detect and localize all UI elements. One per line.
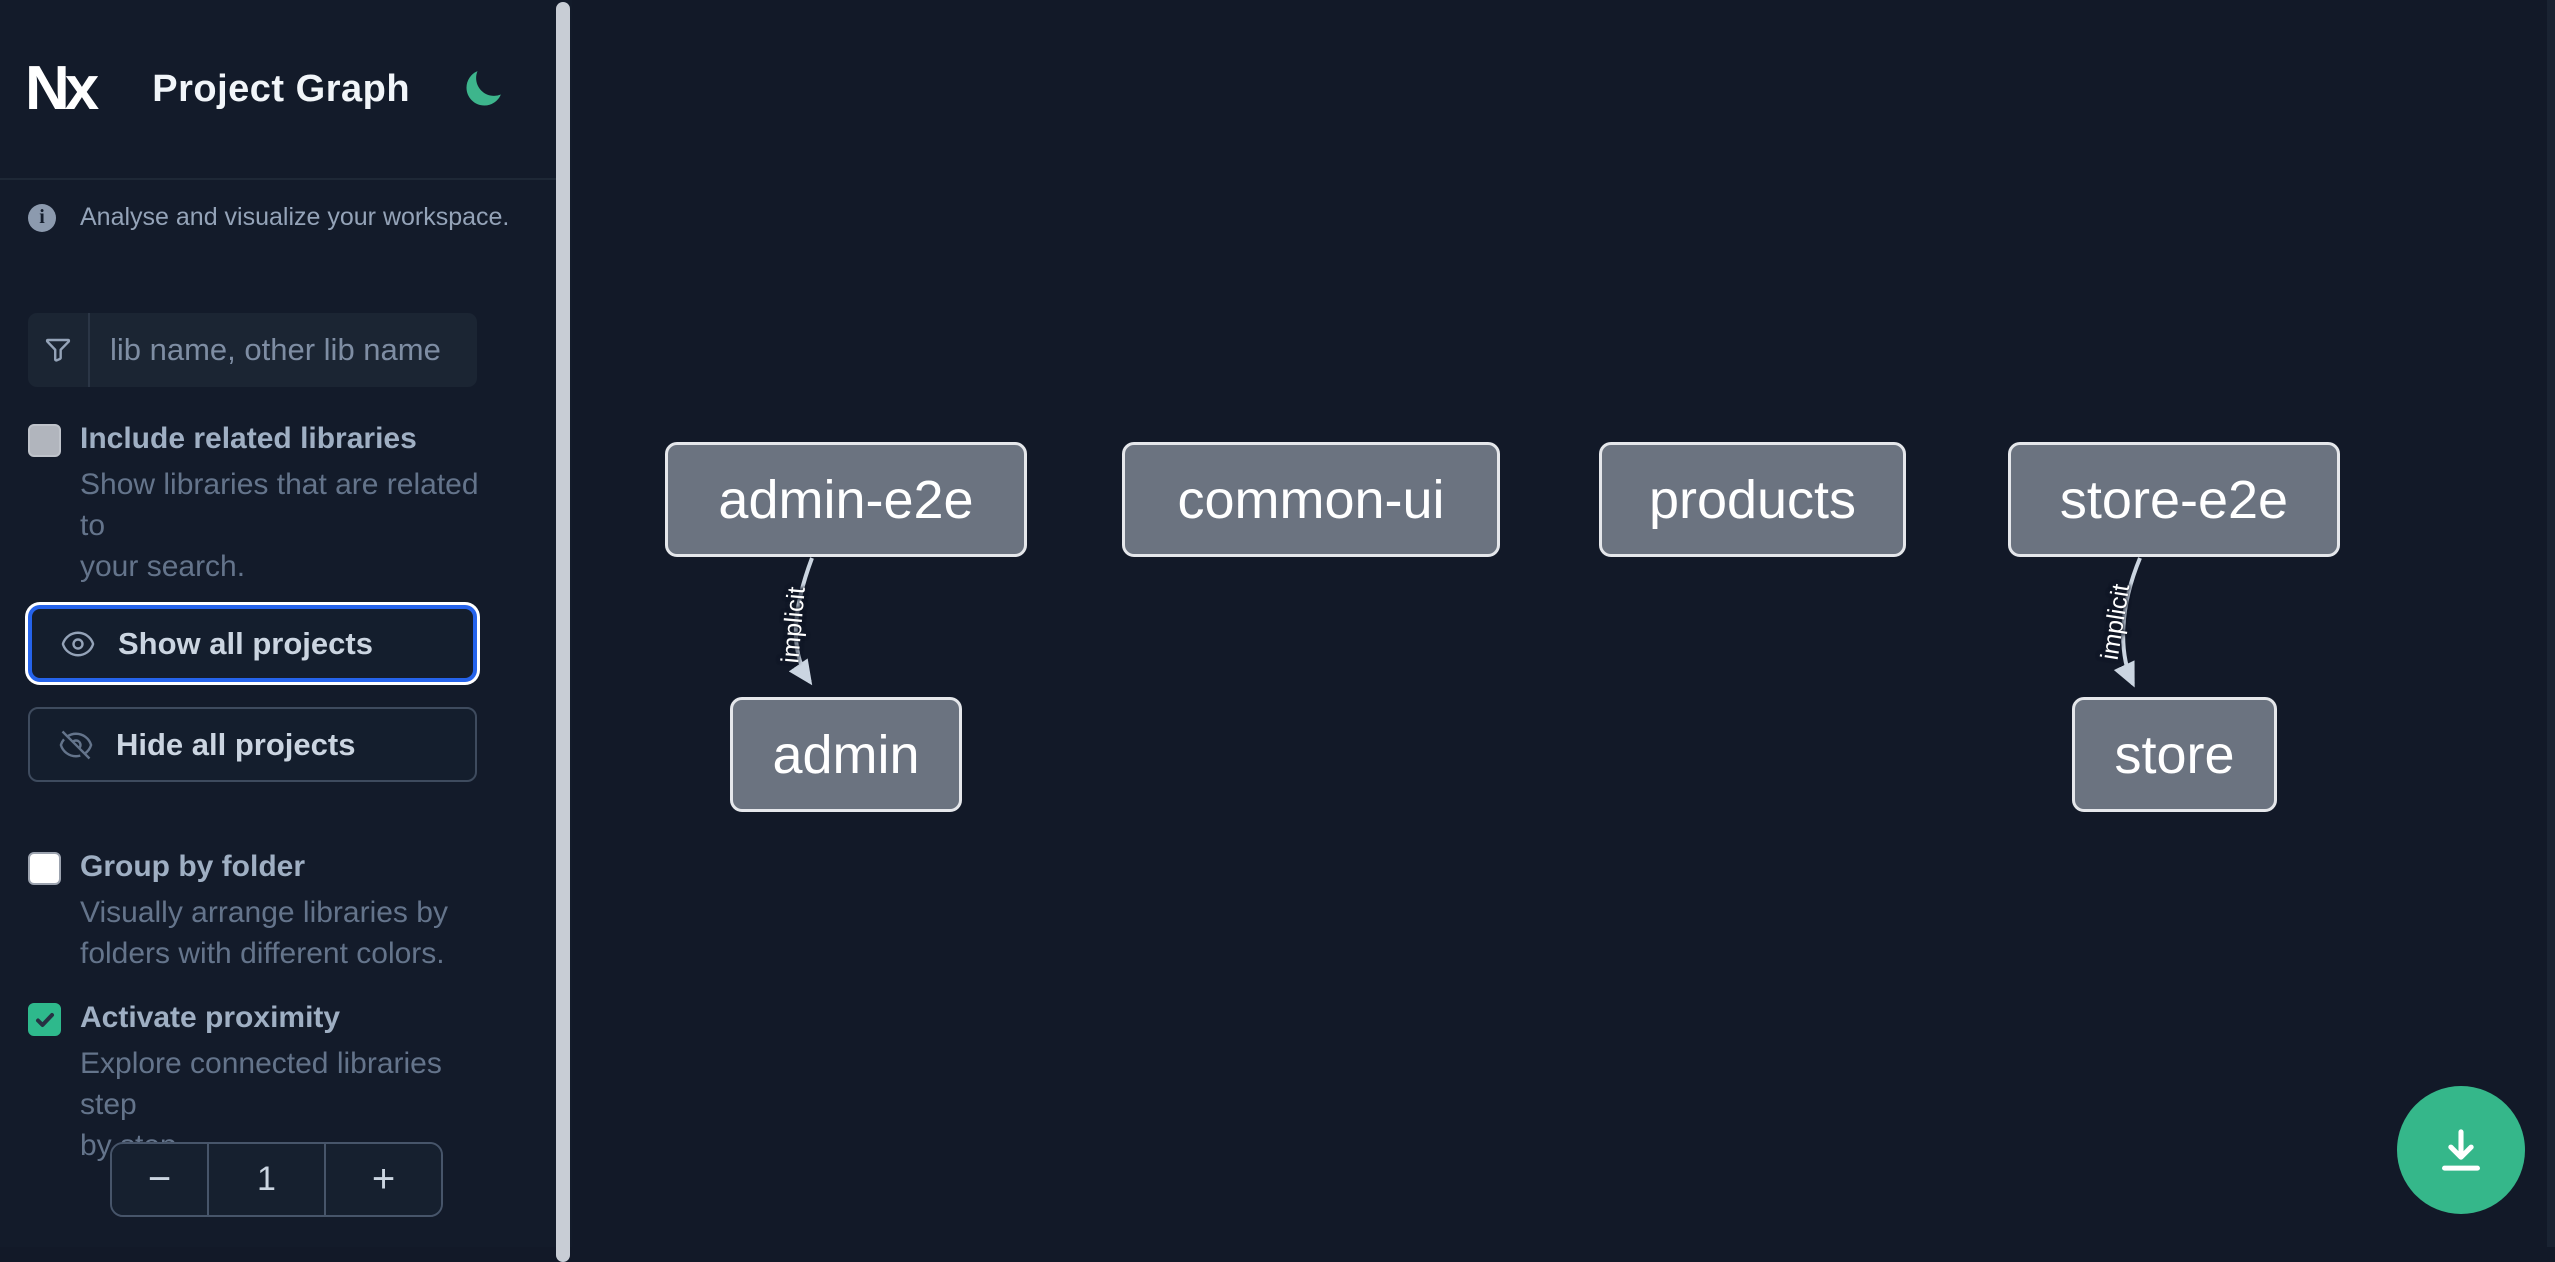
tagline-text: Analyse and visualize your workspace. bbox=[80, 203, 510, 231]
page-scrollbar-track[interactable] bbox=[2547, 0, 2555, 1247]
filter-input[interactable] bbox=[90, 332, 529, 368]
include-related-label: Include related libraries bbox=[80, 422, 417, 455]
activate-proximity-checkbox[interactable] bbox=[28, 1003, 61, 1036]
graph-node-admin-e2e[interactable]: admin-e2e bbox=[665, 442, 1027, 557]
include-related-description: Show libraries that are related to your … bbox=[80, 468, 479, 583]
activate-proximity-description: Explore connected libraries step by step… bbox=[80, 1047, 442, 1162]
hide-all-projects-label: Hide all projects bbox=[116, 726, 356, 762]
show-all-projects-button[interactable]: Show all projects bbox=[28, 605, 477, 682]
graph-node-products[interactable]: products bbox=[1599, 442, 1906, 557]
checkmark-icon bbox=[35, 1012, 54, 1027]
decrement-button[interactable]: − bbox=[112, 1144, 207, 1215]
graph-node-store-e2e[interactable]: store-e2e bbox=[2008, 442, 2340, 557]
increment-button[interactable]: + bbox=[326, 1144, 441, 1215]
sidebar: Nx Project Graph i Analyse and visualize… bbox=[0, 0, 572, 1262]
group-by-folder-checkbox[interactable] bbox=[28, 852, 61, 885]
graph-edges bbox=[788, 557, 2142, 688]
funnel-icon bbox=[28, 313, 90, 387]
include-related-row: Include related libraries Show libraries… bbox=[28, 421, 498, 587]
hide-all-projects-button[interactable]: Hide all projects bbox=[28, 707, 477, 782]
info-icon: i bbox=[28, 203, 56, 232]
edge-admin-e2e-to-admin bbox=[788, 557, 814, 686]
activate-proximity-label: Activate proximity bbox=[80, 1001, 341, 1034]
show-all-projects-label: Show all projects bbox=[118, 625, 373, 661]
edge-store-e2e-to-store bbox=[2113, 557, 2142, 688]
group-by-folder-row: Group by folder Visually arrange librari… bbox=[28, 849, 498, 974]
proximity-depth-stepper: − 1 + bbox=[110, 1142, 443, 1217]
download-icon bbox=[2442, 1129, 2480, 1171]
eye-icon bbox=[61, 631, 95, 656]
workspace-tagline: i Analyse and visualize your workspace. bbox=[28, 203, 528, 232]
group-by-folder-description: Visually arrange libraries by folders wi… bbox=[80, 896, 448, 970]
nx-logo: Nx bbox=[25, 54, 99, 123]
graph-node-admin[interactable]: admin bbox=[730, 697, 962, 812]
eye-slash-icon bbox=[59, 730, 93, 759]
graph-node-store[interactable]: store bbox=[2072, 697, 2277, 812]
download-graph-button[interactable] bbox=[2397, 1086, 2525, 1214]
page-title: Project Graph bbox=[152, 67, 411, 110]
theme-toggle-moon-icon[interactable] bbox=[461, 67, 505, 111]
depth-value: 1 bbox=[207, 1144, 326, 1215]
graph-node-common-ui[interactable]: common-ui bbox=[1122, 442, 1500, 557]
sidebar-scrollbar[interactable] bbox=[556, 2, 570, 1262]
group-by-folder-label: Group by folder bbox=[80, 850, 305, 883]
include-related-checkbox[interactable] bbox=[28, 424, 61, 457]
filter-box bbox=[28, 313, 529, 387]
sidebar-header: Nx Project Graph bbox=[0, 0, 557, 180]
activate-proximity-row: Activate proximity Explore connected lib… bbox=[28, 1000, 498, 1166]
